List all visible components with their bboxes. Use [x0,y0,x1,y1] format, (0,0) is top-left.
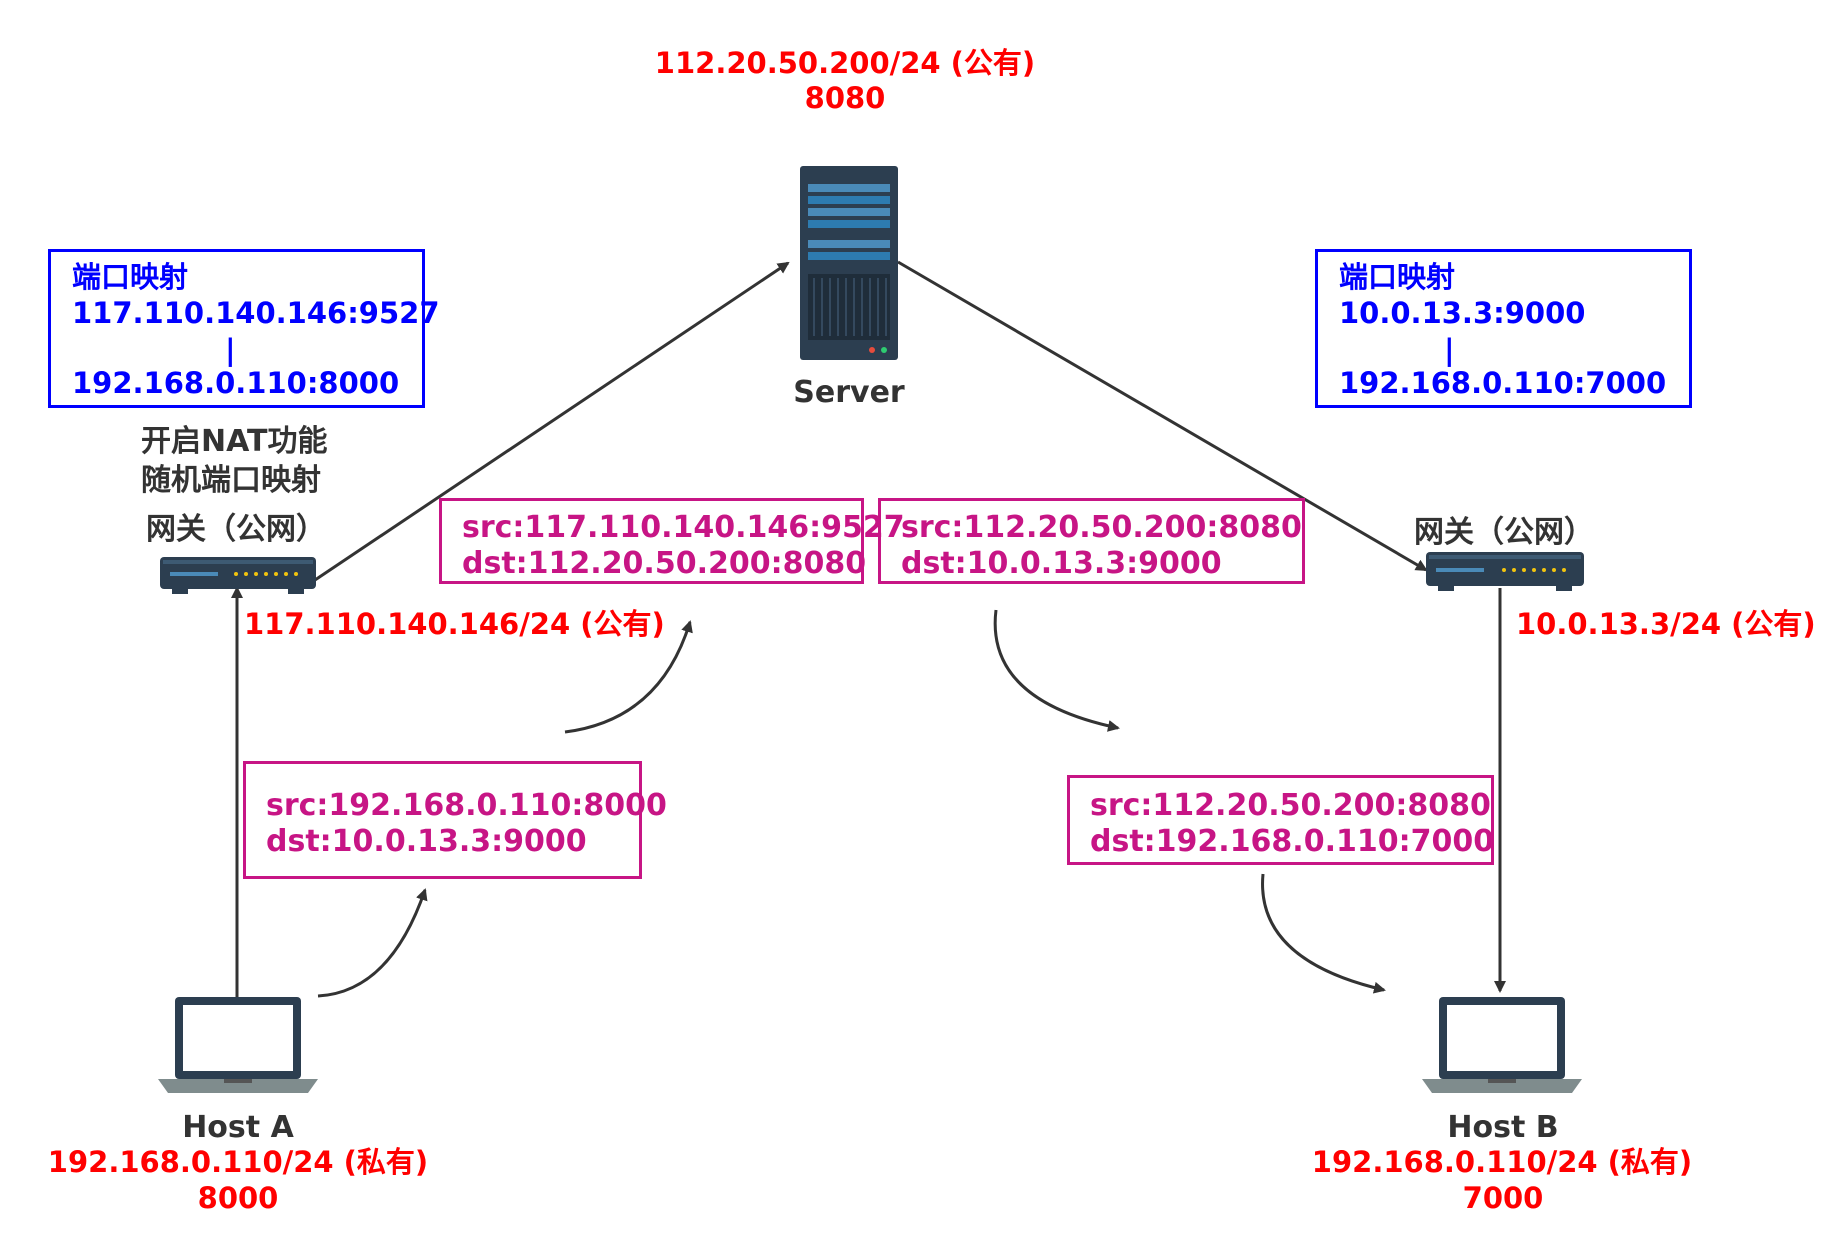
laptop-a-icon [158,997,318,1093]
port-map-a-private: 192.168.0.110:8000 [72,366,400,400]
port-map-a-box: 端口映射 117.110.140.146:9527 | 192.168.0.11… [48,249,440,408]
gateway-a-nat-line1: 开启NAT功能 [141,424,328,459]
port-map-b-separator: | [1444,333,1455,367]
packet-a-local-src: src:192.168.0.110:8000 [266,788,667,823]
packet-a-nat-box: src:117.110.140.146:9527 dst:112.20.50.2… [439,498,905,584]
router-b-icon [1426,552,1584,591]
gateway-b-label: 网关（公网） [1414,515,1594,550]
laptop-b-icon [1422,997,1582,1093]
gateway-a-ip: 117.110.140.146/24 (公有) [244,607,665,641]
arrow-gateway-to-server [314,261,790,582]
server-icon [800,166,898,360]
packet-a-nat-src: src:117.110.140.146:9527 [462,510,905,545]
port-map-b-title: 端口映射 [1339,260,1456,294]
arrow-server-to-gateway-b [897,260,1428,572]
router-a-icon [160,557,316,594]
packet-b-wan-dst: dst:10.0.13.3:9000 [901,546,1222,581]
host-a-port: 8000 [197,1181,279,1215]
host-b-ip: 192.168.0.110/24 (私有) [1311,1145,1693,1179]
port-map-b-box: 端口映射 10.0.13.3:9000 | 192.168.0.110:7000 [1315,249,1692,408]
port-map-a-title: 端口映射 [72,260,189,294]
packet-a-nat-dst: dst:112.20.50.200:8080 [462,546,867,581]
gateway-a-nat-line2: 随机端口映射 [141,463,321,498]
server-ip: 112.20.50.200/24 (公有) [654,46,1036,80]
port-map-a-public: 117.110.140.146:9527 [72,296,440,330]
server-label: Server [793,375,905,410]
packet-b-local-src: src:112.20.50.200:8080 [1090,788,1491,823]
packet-a-local-dst: dst:10.0.13.3:9000 [266,824,587,859]
host-b-port: 7000 [1462,1181,1544,1215]
curve-arrow-a-local [317,888,428,998]
packet-a-local-box: src:192.168.0.110:8000 dst:10.0.13.3:900… [243,761,667,879]
curve-arrow-a-nat [564,620,693,734]
gateway-a-label: 网关（公网） [146,512,326,547]
host-a-ip: 192.168.0.110/24 (私有) [47,1145,429,1179]
server-port: 8080 [804,81,886,115]
port-map-a-separator: | [225,333,236,367]
packet-b-local-box: src:112.20.50.200:8080 dst:192.168.0.110… [1067,775,1494,865]
packet-b-local-dst: dst:192.168.0.110:7000 [1090,824,1495,859]
gateway-b-ip: 10.0.13.3/24 (公有) [1516,607,1816,641]
packet-b-wan-box: src:112.20.50.200:8080 dst:10.0.13.3:900… [878,498,1305,584]
curve-arrow-b-local [1261,873,1386,994]
host-b-label: Host B [1447,1110,1559,1145]
packet-b-wan-src: src:112.20.50.200:8080 [901,510,1302,545]
port-map-b-public: 10.0.13.3:9000 [1339,296,1586,330]
port-map-b-private: 192.168.0.110:7000 [1339,366,1667,400]
host-a-label: Host A [182,1110,294,1145]
curve-arrow-b-wan [993,609,1120,732]
